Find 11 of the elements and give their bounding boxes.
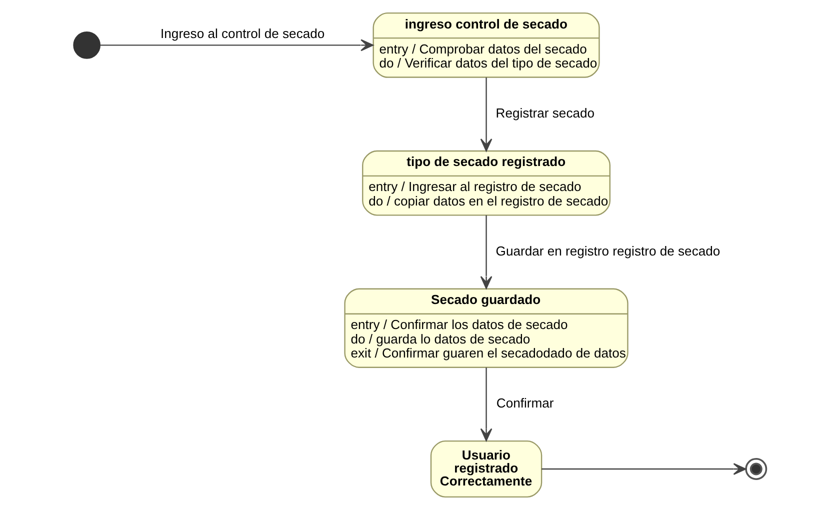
edge-label: Guardar en registro registro de secado bbox=[496, 243, 720, 258]
arrow bbox=[480, 77, 492, 152]
node-circle bbox=[745, 458, 768, 480]
arrow bbox=[480, 368, 492, 442]
node-circle bbox=[73, 32, 100, 59]
arrow bbox=[542, 463, 746, 475]
edge-label: Ingreso al control de secado bbox=[160, 26, 325, 41]
arrow bbox=[100, 39, 374, 52]
arrow bbox=[480, 215, 492, 289]
edge-label: Confirmar bbox=[496, 396, 554, 411]
edge-label: Registrar secado bbox=[496, 105, 595, 120]
